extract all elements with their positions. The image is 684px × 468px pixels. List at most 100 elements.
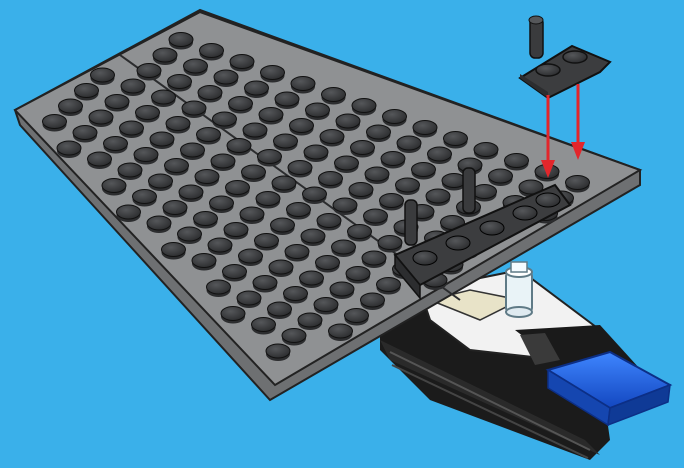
stud	[351, 141, 375, 155]
stud	[352, 99, 376, 113]
stud	[181, 143, 205, 157]
stud	[319, 172, 343, 186]
stud	[104, 137, 128, 151]
stud	[73, 126, 97, 140]
stud	[282, 329, 306, 343]
transparent-cup	[506, 262, 532, 317]
stud	[208, 238, 232, 252]
stud	[168, 75, 192, 89]
stud	[224, 223, 248, 237]
stud	[252, 318, 276, 332]
stud	[346, 267, 370, 281]
stud	[118, 163, 142, 177]
stud	[348, 225, 372, 239]
stud	[137, 64, 161, 78]
stud	[306, 103, 330, 117]
stud	[335, 156, 359, 170]
stud	[240, 207, 264, 221]
stud	[322, 88, 346, 102]
stud	[301, 229, 325, 243]
stud	[316, 256, 340, 270]
stud	[275, 92, 299, 106]
stud	[102, 179, 126, 193]
stud	[197, 128, 221, 142]
stud	[269, 260, 293, 274]
stud	[298, 313, 322, 327]
stud	[291, 77, 315, 91]
stud	[474, 143, 498, 157]
stud	[229, 97, 253, 111]
stud	[428, 147, 452, 161]
stud	[300, 271, 324, 285]
stud	[396, 178, 420, 192]
stud	[214, 70, 238, 84]
stud	[513, 206, 537, 220]
stud	[336, 114, 360, 128]
stud	[133, 190, 157, 204]
stud	[261, 66, 285, 80]
stud	[489, 169, 513, 183]
stud	[349, 183, 373, 197]
stud	[268, 302, 292, 316]
stud	[380, 194, 404, 208]
stud	[480, 221, 504, 235]
stud	[163, 201, 187, 215]
stud	[178, 227, 202, 241]
stud	[320, 130, 344, 144]
stud	[192, 254, 216, 268]
stud	[182, 101, 206, 115]
stud	[121, 79, 145, 93]
stud	[383, 110, 407, 124]
stud	[245, 81, 269, 95]
stud	[377, 278, 401, 292]
stud	[259, 108, 283, 122]
stud	[195, 170, 219, 184]
stud	[303, 187, 327, 201]
stud	[230, 55, 254, 69]
stud	[329, 324, 353, 338]
stud	[566, 176, 590, 190]
stud	[444, 132, 468, 146]
stud	[179, 185, 203, 199]
stud	[365, 167, 389, 181]
stud	[253, 276, 277, 290]
stud	[57, 141, 81, 155]
stud	[274, 134, 298, 148]
stud	[184, 59, 208, 73]
stud	[213, 112, 237, 126]
stud	[200, 44, 224, 58]
stud	[255, 234, 279, 248]
stud	[330, 282, 354, 296]
stud	[345, 309, 369, 323]
stud	[89, 110, 113, 124]
stud	[243, 123, 267, 137]
stud	[317, 214, 341, 228]
stud	[59, 99, 83, 113]
stud	[120, 121, 144, 135]
stud	[266, 344, 290, 358]
stud	[43, 115, 67, 129]
stud	[150, 132, 174, 146]
stud	[446, 236, 470, 250]
stud	[284, 287, 308, 301]
stud	[256, 192, 280, 206]
stud	[361, 293, 385, 307]
stud	[285, 245, 309, 259]
stud	[194, 212, 218, 226]
stud	[166, 117, 190, 131]
stud	[136, 106, 160, 120]
stud	[288, 161, 312, 175]
stud	[314, 298, 338, 312]
stud	[162, 243, 186, 257]
stud	[536, 193, 560, 207]
stud	[105, 95, 129, 109]
stud	[117, 205, 141, 219]
stud	[397, 136, 421, 150]
stud	[258, 150, 282, 164]
stud	[207, 280, 231, 294]
stud	[271, 218, 295, 232]
stud	[198, 86, 222, 100]
stud	[226, 181, 250, 195]
stud	[239, 249, 263, 263]
stud	[413, 251, 437, 265]
